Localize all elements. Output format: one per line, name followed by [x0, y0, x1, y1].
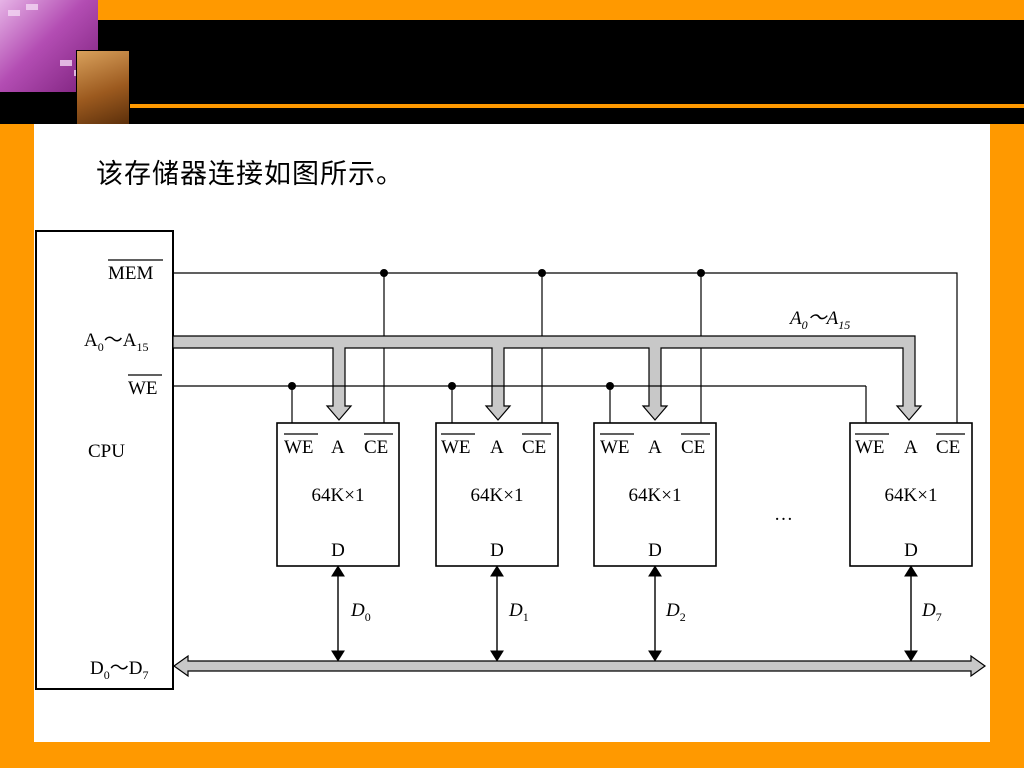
data-line-label-0: D0	[350, 600, 371, 624]
chip-capacity: 64K×1	[471, 485, 524, 506]
mem-junction-1	[538, 269, 546, 277]
memory-chip-2: WE A CE 64K×1 D	[593, 422, 717, 567]
chip-we-pin: WE	[284, 437, 314, 458]
chip-d-pin: D	[904, 540, 918, 561]
data-line-label-2: D2	[665, 600, 686, 624]
cpu-address-signal: A0～A15	[84, 330, 148, 354]
chip-capacity: 64K×1	[312, 485, 365, 506]
chip-a-pin: A	[904, 437, 918, 458]
slide-caption: 该存储器连接如图所示。	[96, 159, 404, 190]
cpu-label: CPU	[88, 441, 125, 462]
we-junction-2	[606, 382, 614, 390]
cpu-block	[35, 230, 174, 690]
we-junction-1	[448, 382, 456, 390]
chip-ce-pin: CE	[522, 437, 546, 458]
figure-logo-image	[76, 50, 130, 126]
mem-junction-2	[697, 269, 705, 277]
data-line-label-1: D1	[508, 600, 529, 624]
data-bus	[172, 654, 987, 678]
chip-ce-pin: CE	[364, 437, 388, 458]
chip-capacity: 64K×1	[885, 485, 938, 506]
chip-we-pin: WE	[600, 437, 630, 458]
chip-ce-pin: CE	[681, 437, 705, 458]
cpu-data-signal: D0～D7	[90, 658, 148, 682]
cpu-mem-signal: MEM	[108, 263, 154, 284]
more-chips-ellipsis: …	[774, 504, 793, 525]
address-bus	[172, 335, 923, 421]
chip-ce-pin: CE	[936, 437, 960, 458]
chip-a-pin: A	[648, 437, 662, 458]
memory-chip-0: WE A CE 64K×1 D	[276, 422, 400, 567]
chip-d-pin: D	[648, 540, 662, 561]
chip-we-pin: WE	[855, 437, 885, 458]
title-bar-accent-line	[130, 104, 1024, 108]
chip-a-pin: A	[331, 437, 345, 458]
chip-d-pin: D	[331, 540, 345, 561]
chip-a-pin: A	[490, 437, 504, 458]
chip-d-pin: D	[490, 540, 504, 561]
memory-chip-7: WE A CE 64K×1 D	[849, 422, 973, 567]
data-line-label-7: D7	[921, 600, 942, 624]
mem-junction-0	[380, 269, 388, 277]
we-junction-0	[288, 382, 296, 390]
chip-capacity: 64K×1	[629, 485, 682, 506]
chip-we-pin: WE	[441, 437, 471, 458]
title-bar	[0, 20, 1024, 124]
memory-chip-1: WE A CE 64K×1 D	[435, 422, 559, 567]
mem-line	[173, 272, 958, 423]
cpu-we-signal: WE	[128, 378, 158, 399]
address-bus-label: A0～A15	[788, 308, 850, 332]
